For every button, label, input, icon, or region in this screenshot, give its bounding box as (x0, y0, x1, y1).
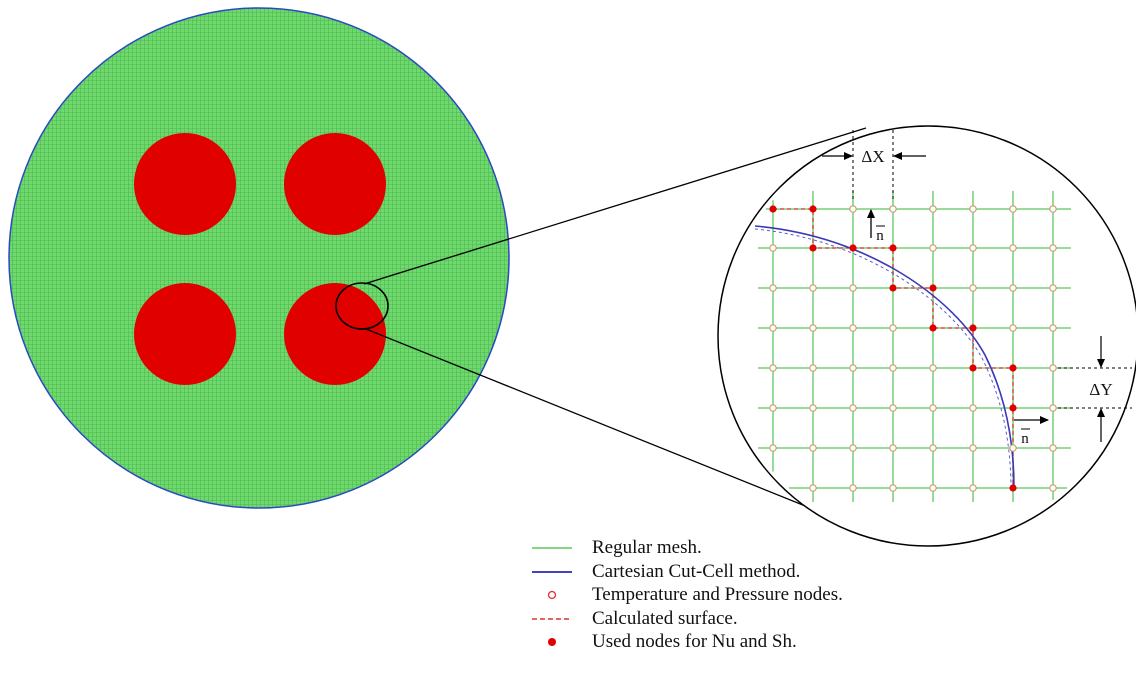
temperature-pressure-node (849, 364, 857, 372)
cut-cell-curve (754, 225, 1015, 491)
temperature-pressure-node (849, 284, 857, 292)
delta-y-label: ΔY (1089, 380, 1112, 399)
temperature-pressure-node (769, 324, 777, 332)
temperature-pressure-node (889, 364, 897, 372)
obstacle-top-left (134, 133, 236, 235)
used-node-dot (969, 364, 977, 372)
temperature-pressure-node (969, 284, 977, 292)
temperature-pressure-node (769, 444, 777, 452)
used-node-dot (849, 244, 857, 252)
temperature-pressure-node (1049, 484, 1057, 492)
open-circle-icon (547, 590, 557, 600)
legend-label: Temperature and Pressure nodes. (592, 584, 843, 605)
green-line-icon (532, 547, 572, 549)
normal-label-top: n (876, 228, 884, 244)
temperature-pressure-node (1049, 284, 1057, 292)
temperature-pressure-node (849, 205, 857, 213)
used-node-dot (929, 284, 937, 292)
temperature-pressure-node (1009, 444, 1017, 452)
zoom-circle (717, 125, 1136, 547)
dashed-red-line-icon (532, 617, 572, 620)
temperature-pressure-node (929, 205, 937, 213)
domain-disk (8, 7, 510, 509)
temperature-pressure-node (889, 484, 897, 492)
used-node-dot (929, 324, 937, 332)
temperature-pressure-node (809, 404, 817, 412)
temperature-pressure-node (1049, 444, 1057, 452)
temperature-pressure-node (769, 364, 777, 372)
temperature-pressure-node (969, 444, 977, 452)
temperature-pressure-node (889, 444, 897, 452)
used-node-dot (889, 284, 897, 292)
used-node-dot (809, 205, 817, 213)
legend-item-regular-mesh: Regular mesh. (530, 536, 1050, 560)
temperature-pressure-node (889, 205, 897, 213)
temperature-pressure-node (1049, 205, 1057, 213)
used-node-dot (1009, 484, 1017, 492)
used-node-dot (769, 205, 777, 213)
used-node-dot (809, 244, 817, 252)
temperature-pressure-node (849, 444, 857, 452)
temperature-pressure-node (809, 484, 817, 492)
temperature-pressure-node (809, 324, 817, 332)
legend-item-temperature-nodes: Temperature and Pressure nodes. (530, 583, 1050, 607)
obstacle-bottom-right (284, 283, 386, 385)
zoom-connector-top (363, 127, 867, 285)
temperature-pressure-node (929, 484, 937, 492)
obstacle-bottom-left (134, 283, 236, 385)
blue-line-icon (532, 570, 572, 573)
cut-cell-curve-line (754, 225, 1015, 489)
temperature-pressure-node (1049, 244, 1057, 252)
used-node-dot (889, 244, 897, 252)
temperature-pressure-node (1049, 324, 1057, 332)
temperature-pressure-node (929, 444, 937, 452)
temperature-pressure-node (769, 404, 777, 412)
normal-label-right: n (1021, 431, 1029, 447)
legend-label: Cartesian Cut-Cell method. (592, 560, 801, 582)
temperature-pressure-node (929, 364, 937, 372)
legend-label: Used nodes for Nu and Sh. (592, 631, 797, 652)
temperature-pressure-node (1009, 244, 1017, 252)
zoom-connector-bottom (365, 328, 841, 521)
temperature-pressure-node (849, 324, 857, 332)
filled-dot-icon (548, 638, 556, 646)
temperature-pressure-node (769, 284, 777, 292)
zoom-source-ellipse (335, 282, 389, 330)
legend-item-used-nodes: Used nodes for Nu and Sh. (530, 630, 1050, 654)
legend-label: Regular mesh. (592, 537, 702, 558)
legend-item-calculated-surface: Calculated surface. (530, 607, 1050, 631)
temperature-pressure-node (1009, 205, 1017, 213)
temperature-pressure-node (929, 404, 937, 412)
delta-x-label: ΔX (861, 147, 884, 166)
temperature-pressure-node (1049, 404, 1057, 412)
temperature-pressure-node (929, 244, 937, 252)
temperature-pressure-node (969, 205, 977, 213)
temperature-pressure-node (769, 244, 777, 252)
temperature-pressure-node (1009, 324, 1017, 332)
temperature-pressure-node (969, 244, 977, 252)
temperature-pressure-node (809, 444, 817, 452)
zoom-content (754, 191, 1071, 502)
used-node-dot (969, 324, 977, 332)
temperature-pressure-node (889, 324, 897, 332)
obstacle-top-right (284, 133, 386, 235)
used-node-dot (1009, 364, 1017, 372)
temperature-pressure-node (849, 404, 857, 412)
legend-label: Calculated surface. (592, 607, 738, 629)
grid-nodes (769, 205, 1057, 492)
temperature-pressure-node (969, 484, 977, 492)
temperature-pressure-node (969, 404, 977, 412)
temperature-pressure-node (849, 484, 857, 492)
temperature-pressure-node (1009, 284, 1017, 292)
used-node-dot (1009, 404, 1017, 412)
legend: Regular mesh. Cartesian Cut-Cell method.… (530, 536, 1050, 654)
temperature-pressure-node (889, 404, 897, 412)
cut-cell-curve-dashed (754, 228, 1012, 491)
temperature-pressure-node (1049, 364, 1057, 372)
temperature-pressure-node (809, 364, 817, 372)
legend-item-cut-cell: Cartesian Cut-Cell method. (530, 560, 1050, 584)
temperature-pressure-node (809, 284, 817, 292)
